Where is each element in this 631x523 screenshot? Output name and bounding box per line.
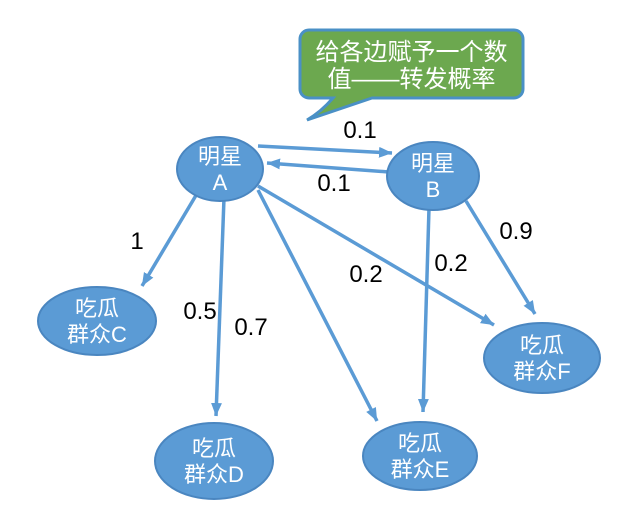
- edge-B-E-label: 0.2: [434, 250, 467, 277]
- node-D-label: 吃瓜群众D: [184, 436, 244, 487]
- node-E-label: 吃瓜群众E: [391, 431, 450, 482]
- node-A-ellipse: [176, 136, 264, 202]
- edge-B-F-label: 0.9: [499, 218, 532, 245]
- edge-B-F-arrow: [464, 200, 537, 315]
- node-F-ellipse: [483, 322, 601, 394]
- callout-bubble: [298, 28, 525, 122]
- edge-A-F-arrow: [257, 184, 495, 327]
- node-B-ellipse: [386, 141, 480, 211]
- node-E-ellipse: [362, 421, 478, 491]
- edge-A-C-label: 1: [130, 228, 143, 255]
- callout-text: 给各边赋予一个数值——转发概率: [316, 39, 508, 93]
- edge-A-E-label: 0.7: [234, 314, 267, 341]
- node-D-ellipse: [154, 422, 274, 500]
- edge-B-A-label: 0.1: [317, 170, 350, 197]
- node-C-ellipse: [37, 286, 157, 356]
- node-F-label: 吃瓜群众F: [513, 333, 570, 384]
- edge-A-C-arrow: [140, 191, 200, 287]
- edge-A-B-label: 0.1: [343, 117, 376, 144]
- node-C-label: 吃瓜群众C: [67, 296, 127, 347]
- edge-A-D-label: 0.5: [183, 298, 216, 325]
- edge-A-B-arrow: [257, 144, 393, 158]
- edge-B-A-arrow: [266, 158, 390, 174]
- edge-A-D-arrow: [211, 197, 226, 417]
- edge-A-F-label: 0.2: [349, 261, 382, 288]
- edge-A-E-arrow: [256, 189, 379, 422]
- edge-B-E-arrow: [417, 207, 431, 413]
